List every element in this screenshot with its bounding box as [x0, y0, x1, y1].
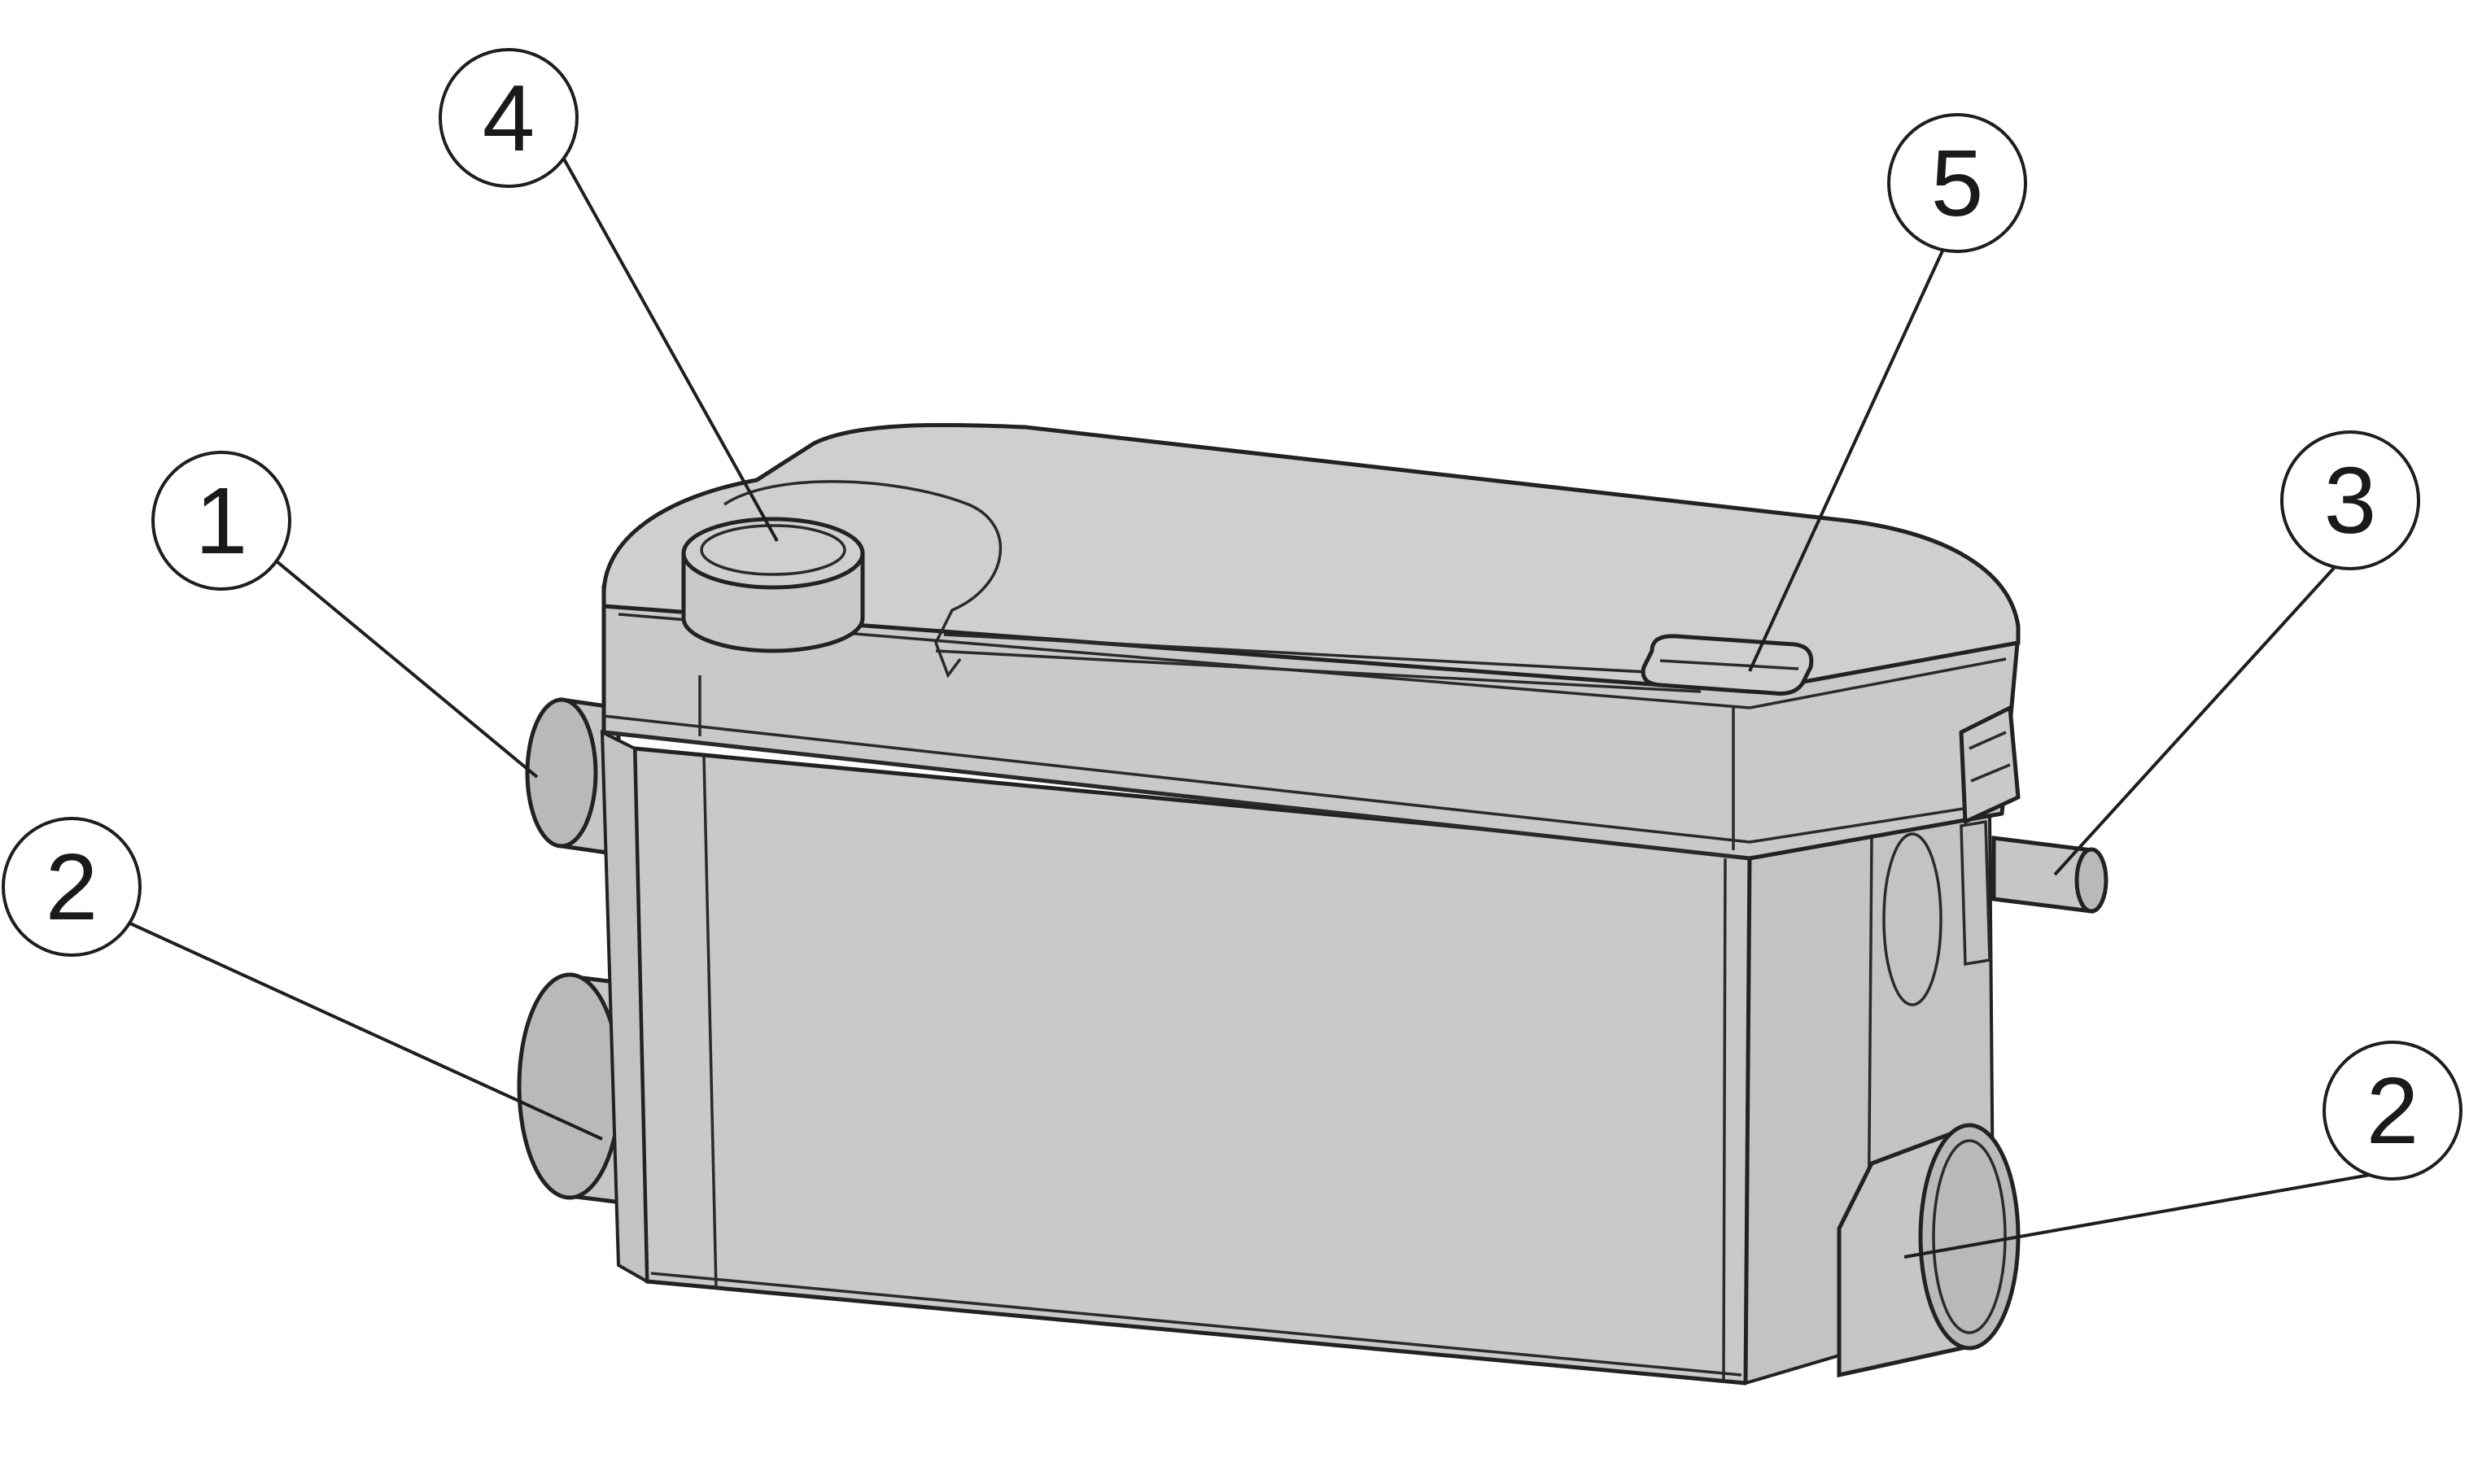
- callout-3: 3: [2280, 430, 2420, 570]
- leader-4: [560, 154, 779, 542]
- leader-1: [275, 560, 539, 779]
- leader-2b: [1903, 1170, 2389, 1259]
- leader-3: [2053, 556, 2345, 876]
- callout-3-label: 3: [2324, 447, 2377, 553]
- outlet-pipe: [1991, 836, 2108, 914]
- callout-5: 5: [1887, 113, 2027, 253]
- callout-1: 1: [151, 451, 291, 591]
- callout-2-right-label: 2: [2366, 1058, 2419, 1163]
- leader-5: [1748, 227, 1955, 672]
- right-side-clamp: [1959, 705, 2021, 824]
- callout-4: 4: [439, 48, 579, 188]
- callout-1-label: 1: [195, 468, 248, 574]
- callout-4-label: 4: [483, 65, 535, 171]
- control-button: [1641, 634, 1814, 696]
- round-cap: [681, 517, 865, 653]
- callout-2-right: 2: [2323, 1041, 2462, 1181]
- callout-5-label: 5: [1931, 130, 1984, 236]
- callout-2-left: 2: [2, 817, 142, 957]
- leader-2a: [129, 922, 603, 1141]
- right-lower-inlet-pipe: [1837, 1123, 2021, 1378]
- callout-2-left-label: 2: [46, 834, 98, 940]
- leader-lines: [129, 154, 2389, 1259]
